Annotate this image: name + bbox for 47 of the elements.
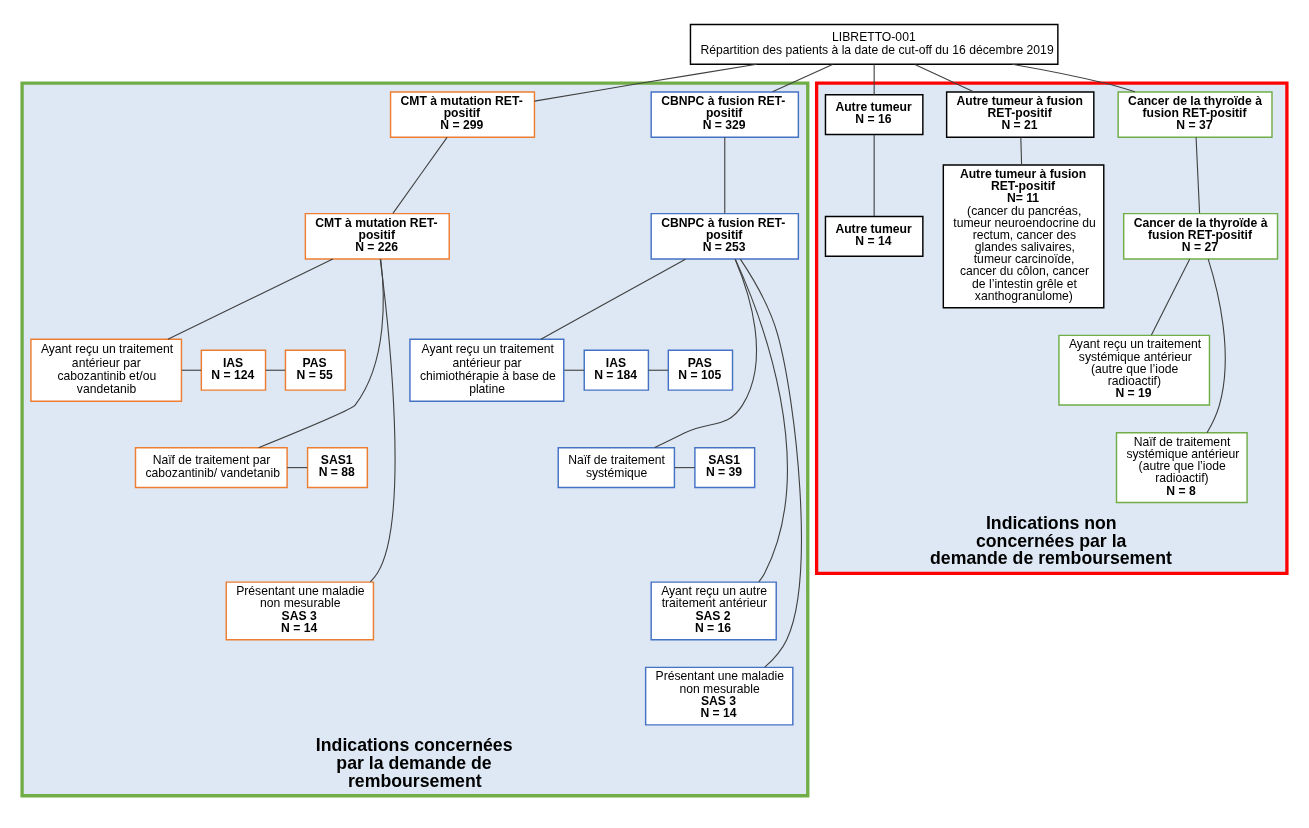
connector bbox=[286, 466, 308, 468]
node-box: Autre tumeur à fusion RET-positif N= 11 (cancer du pancréas, tumeur neuroendocrine du rectum, cancer des glandes salivaires, tumeur carcinoïde, cancer du côlon, cancer de l’intestin grêle et xanthogranulome) bbox=[942, 163, 1105, 308]
connector bbox=[739, 258, 802, 668]
node-box: Présentant une maladie non mesurable SAS 3 N = 14 bbox=[225, 580, 375, 640]
connector bbox=[563, 369, 585, 371]
node-box: Présentant une maladie non mesurable SAS 3 N = 14 bbox=[644, 666, 794, 726]
node-box: CBNPC à fusion RET-positif N = 253 bbox=[650, 212, 800, 260]
connector bbox=[167, 258, 334, 340]
node-box: Ayant reçu un autre traitement antérieur SAS 2 N = 16 bbox=[650, 580, 777, 640]
connector bbox=[654, 258, 758, 448]
connector bbox=[1150, 258, 1191, 336]
connector bbox=[369, 258, 396, 582]
node-box: Naïf de traitement systémique antérieur (autre que l’iode radioactif) N = 8 bbox=[1115, 431, 1248, 503]
node-box: CMT à mutation RET-positif N = 299 bbox=[389, 90, 536, 138]
node-box: Cancer de la thyroïde à fusion RET-positif N = 37 bbox=[1117, 90, 1273, 138]
node-box: IAS N = 184 bbox=[583, 349, 650, 391]
connector bbox=[674, 466, 696, 468]
connector bbox=[1206, 258, 1226, 433]
node-box: PAS N = 55 bbox=[284, 349, 346, 391]
node-box: SAS1 N = 88 bbox=[306, 446, 369, 488]
connector bbox=[540, 258, 687, 340]
connector bbox=[1195, 136, 1201, 214]
connector bbox=[181, 369, 202, 371]
connector bbox=[392, 136, 448, 214]
node-box: Ayant reçu un traitement antérieur par chimiothérapie à base de platine bbox=[409, 338, 565, 402]
node-box: CMT à mutation RET-positif N = 226 bbox=[304, 212, 450, 260]
connector bbox=[873, 63, 875, 95]
node-box: Cancer de la thyroïde à fusion RET-positif N = 27 bbox=[1122, 212, 1279, 260]
node-box: IAS N = 124 bbox=[200, 349, 267, 391]
connector bbox=[724, 136, 726, 214]
node-box: PAS N = 105 bbox=[667, 349, 734, 391]
connector bbox=[873, 133, 875, 217]
node-box: Naïf de traitement par cabozantinib/ vandetanib bbox=[134, 446, 288, 488]
node-box: CBNPC à fusion RET-positif N = 329 bbox=[650, 90, 800, 138]
node-box: SAS1 N = 39 bbox=[694, 446, 756, 488]
node-box: LIBRETTO-001 Répartition des patients à la date de cut-off du 16 décembre 2019 bbox=[689, 23, 1059, 65]
connector bbox=[1020, 136, 1023, 165]
connector bbox=[647, 369, 669, 371]
connector bbox=[734, 258, 788, 583]
node-box: Naïf de traitement systémique bbox=[557, 446, 676, 488]
node-box: Autre tumeur à fusion RET-positif N = 21 bbox=[945, 90, 1095, 138]
node-box: Ayant reçu un traitement antérieur par cabozantinib et/ou vandetanib bbox=[30, 338, 183, 402]
node-box: Autre tumeur N = 14 bbox=[824, 215, 924, 257]
connector bbox=[258, 258, 384, 448]
node-box: Ayant reçu un traitement systémique antérieur (autre que l’iode radioactif) N = 19 bbox=[1058, 334, 1211, 406]
connector bbox=[265, 369, 286, 371]
node-box: Autre tumeur N = 16 bbox=[824, 93, 924, 135]
